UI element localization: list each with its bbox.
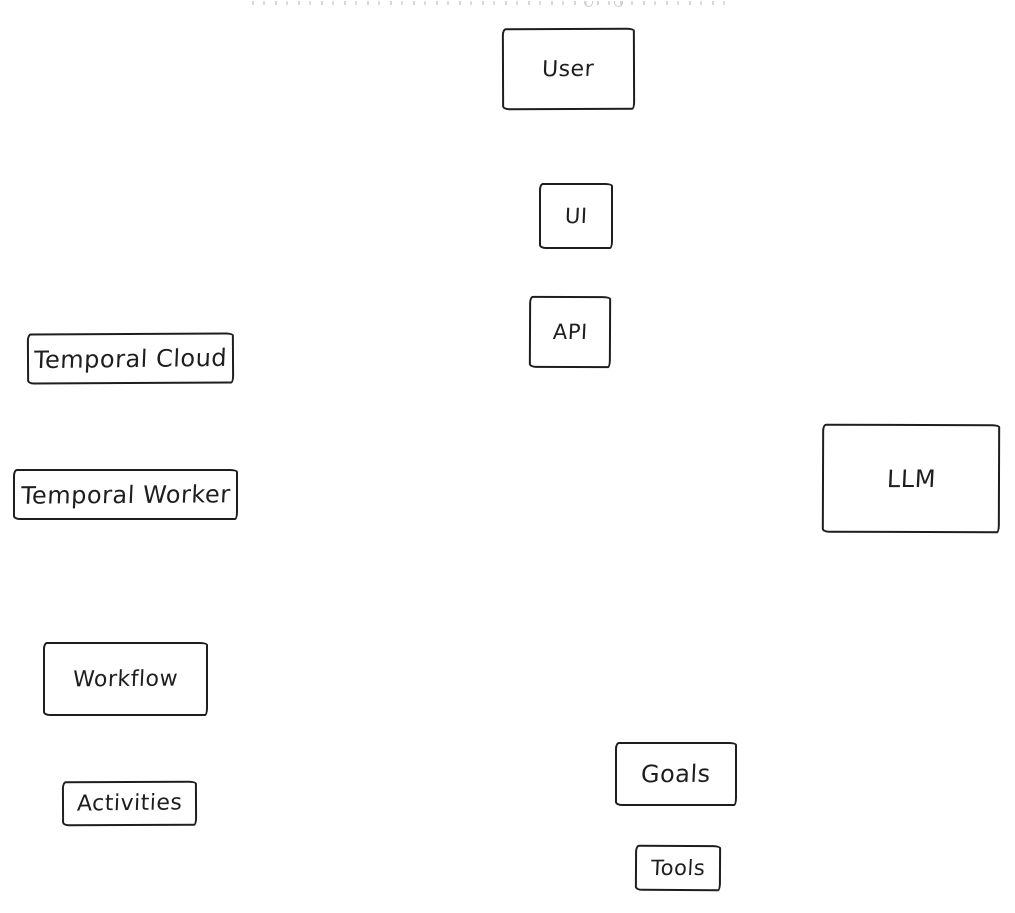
node-activities: Activities [61, 780, 198, 827]
node-temporal-worker-label: Temporal Worker [20, 479, 231, 510]
node-temporal-worker: Temporal Worker [13, 469, 238, 520]
node-api: API [528, 295, 612, 369]
node-ui: UI [539, 183, 613, 249]
node-llm-label: LLM [885, 464, 937, 493]
node-ui-label: UI [564, 203, 588, 229]
node-tools: Tools [634, 844, 722, 892]
node-llm: LLM [821, 423, 1001, 534]
node-goals: Goals [615, 742, 737, 806]
node-workflow: Workflow [43, 642, 208, 716]
node-user-label: User [541, 56, 596, 82]
node-activities-label: Activities [76, 790, 183, 817]
node-tools-label: Tools [650, 855, 706, 881]
clipped-text-remnant [252, 1, 730, 7]
node-user: User [501, 27, 636, 111]
node-goals-label: Goals [640, 759, 712, 789]
node-temporal-cloud-label: Temporal Cloud [33, 343, 228, 374]
node-workflow-label: Workflow [72, 666, 179, 692]
node-api-label: API [552, 319, 588, 345]
node-temporal-cloud: Temporal Cloud [26, 332, 235, 385]
